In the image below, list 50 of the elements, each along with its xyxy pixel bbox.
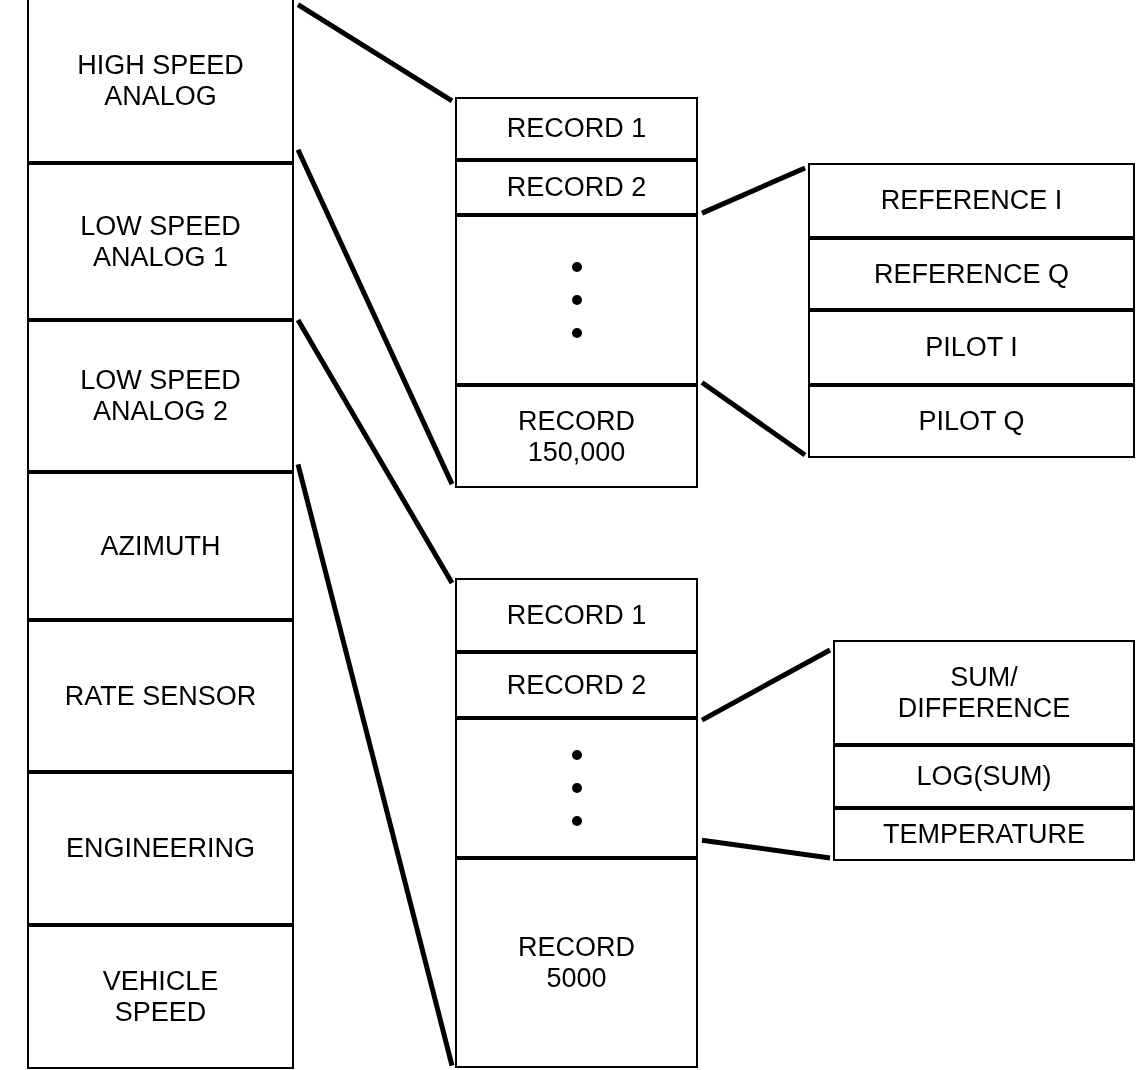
field-label: RECORD 150,000 [517, 405, 636, 468]
field-label: SUM/ DIFFERENCE [896, 661, 1072, 724]
field-label: RECORD 1 [506, 113, 647, 144]
field-cell [27, 772, 294, 925]
field-cell [27, 0, 294, 163]
field-cell [27, 320, 294, 472]
expansion-line [295, 318, 455, 585]
field-cell [808, 163, 1135, 238]
field-cell [833, 808, 1135, 861]
field-label: RATE SENSOR [64, 680, 257, 712]
field-cell [455, 97, 698, 160]
expansion-line [700, 380, 807, 458]
field-cell [808, 310, 1135, 385]
field-label: AZIMUTH [100, 530, 221, 562]
field-cell [833, 640, 1135, 745]
field-cell [455, 160, 698, 215]
field-cell [808, 385, 1135, 458]
expansion-line [295, 463, 455, 1067]
field-label: HIGH SPEED ANALOG [76, 49, 245, 112]
expansion-line [701, 165, 806, 216]
expansion-line [296, 2, 454, 104]
field-label: RECORD 2 [506, 172, 647, 203]
field-label: LOW SPEED ANALOG 1 [79, 210, 242, 273]
field-cell [455, 578, 698, 652]
field-label: RECORD 5000 [517, 932, 636, 994]
field-label: ENGINEERING [66, 833, 255, 864]
field-cell [455, 652, 698, 718]
field-label: REFERENCE Q [874, 258, 1069, 290]
field-label: REFERENCE I [880, 185, 1063, 216]
empty-cell [455, 718, 698, 858]
empty-cell [455, 215, 698, 385]
field-cell [808, 238, 1135, 310]
field-label: RECORD 1 [506, 599, 647, 631]
field-label: TEMPERATURE [883, 819, 1085, 850]
field-label: PILOT Q [918, 406, 1025, 437]
field-label: LOG(SUM) [916, 761, 1052, 792]
expansion-line [295, 148, 455, 486]
field-label: RECORD 2 [506, 669, 647, 701]
field-cell [27, 163, 294, 320]
field-cell [455, 858, 698, 1068]
field-label: PILOT I [925, 332, 1018, 363]
field-cell [27, 472, 294, 620]
field-cell [455, 385, 698, 488]
field-label: VEHICLE SPEED [101, 966, 220, 1028]
expansion-line [700, 647, 832, 723]
field-label: LOW SPEED ANALOG 2 [79, 365, 242, 427]
field-cell [27, 925, 294, 1069]
field-cell [833, 745, 1135, 808]
expansion-line [701, 837, 831, 861]
field-cell [27, 620, 294, 772]
